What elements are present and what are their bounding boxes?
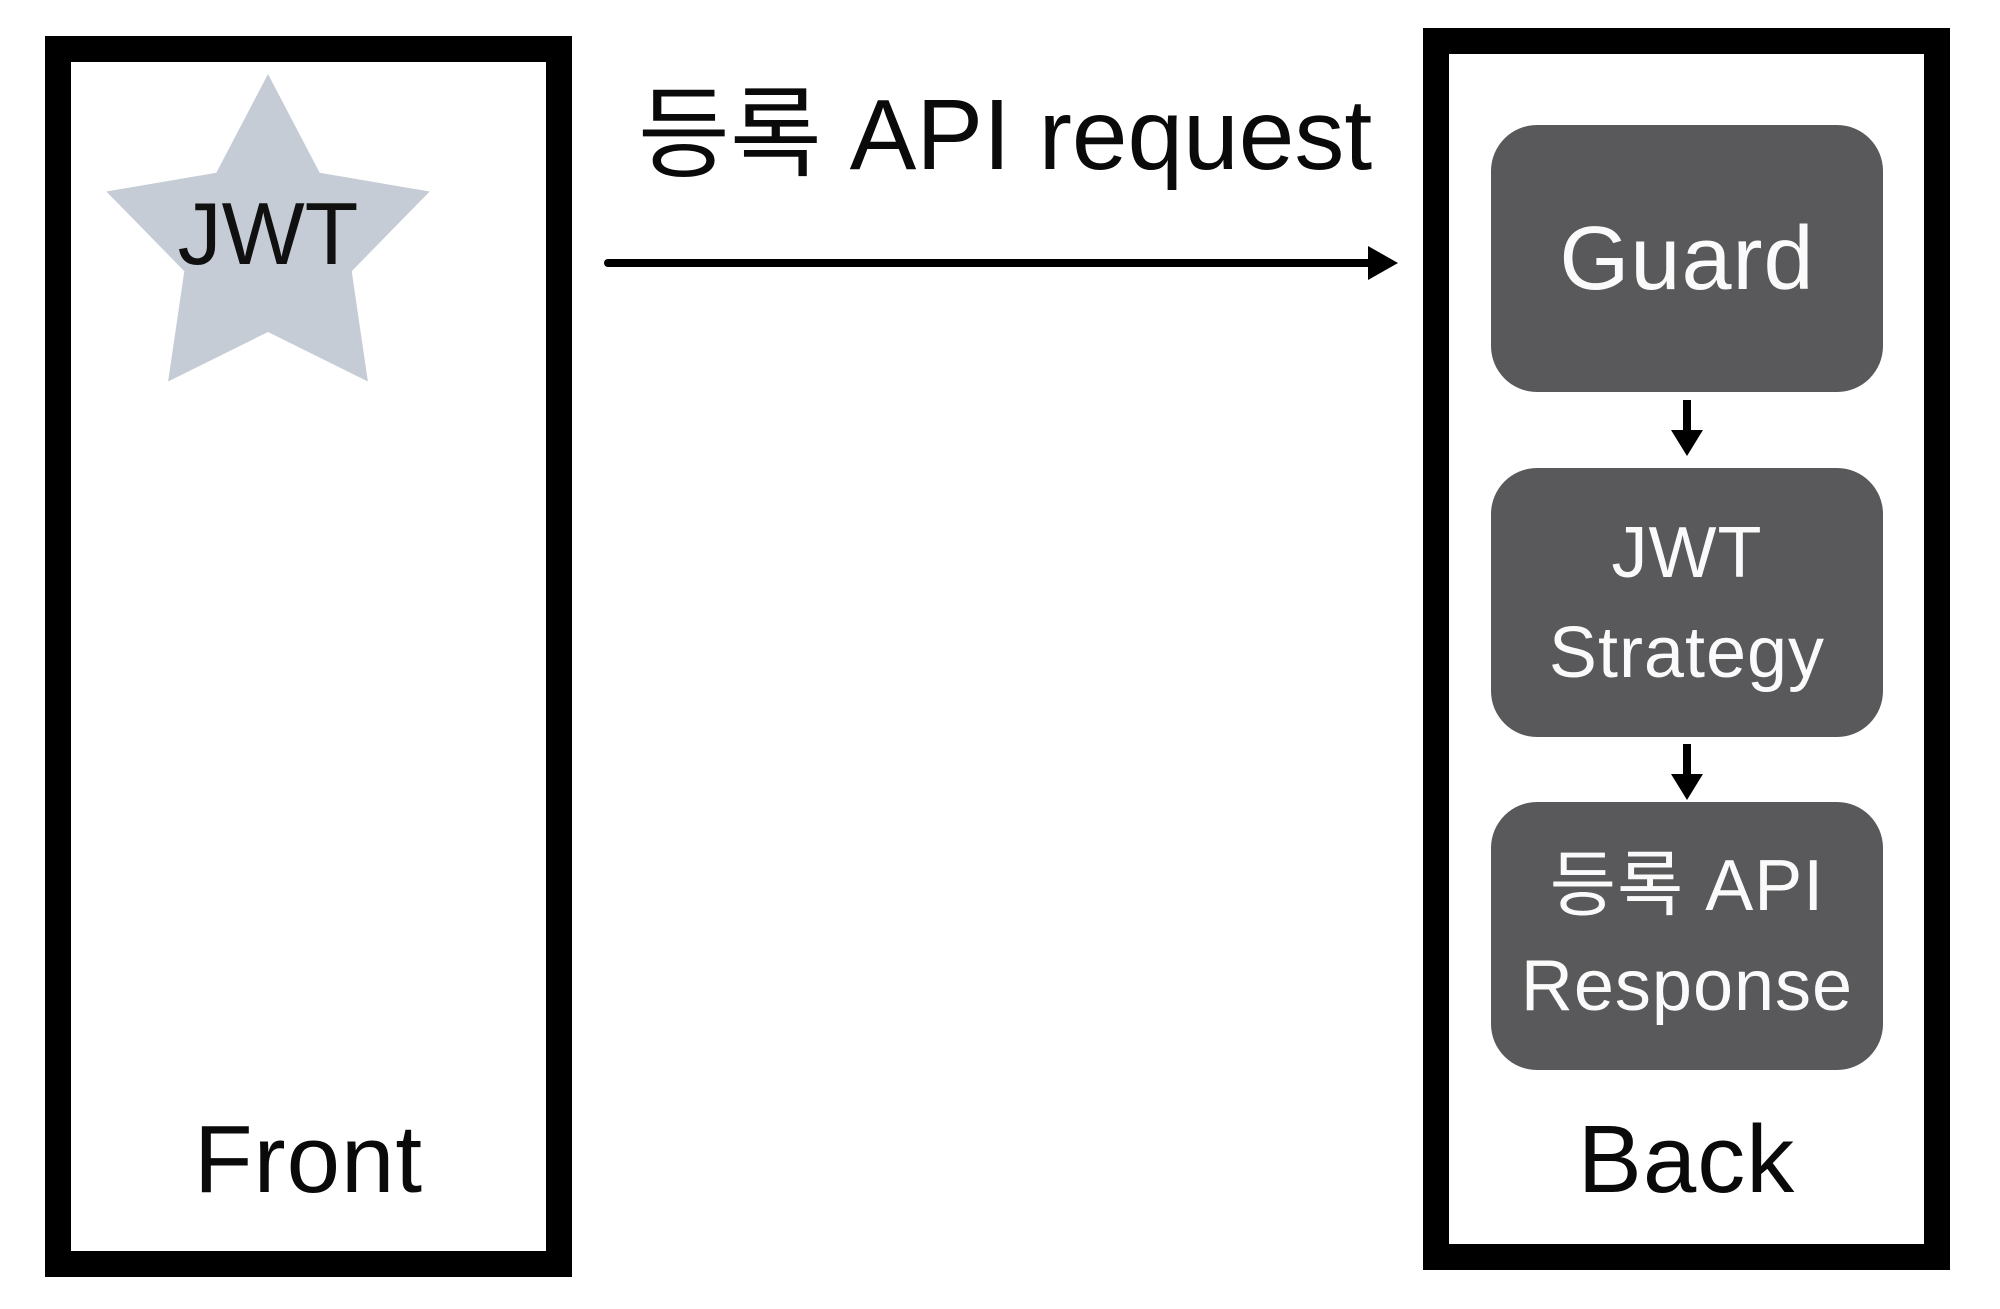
jwt-strategy-node: JWT Strategy xyxy=(1491,468,1883,737)
guard-node-label: Guard xyxy=(1559,208,1815,309)
jwt-strategy-node-line1: JWT xyxy=(1611,512,1763,593)
back-panel-label: Back xyxy=(1577,1106,1796,1213)
back-panel: Guard JWT Strategy 등록 API Response Back xyxy=(1423,28,1950,1270)
front-panel-label: Front xyxy=(193,1106,424,1213)
front-panel: JWT Front xyxy=(45,36,572,1277)
jwt-strategy-node-line2: Strategy xyxy=(1548,612,1826,693)
reg-response-node-line1: 등록 API xyxy=(1549,846,1825,926)
request-arrow-label: 등록 API request xyxy=(637,79,1373,191)
right-arrow-icon xyxy=(604,246,1398,280)
jwt-star-label: JWT xyxy=(177,184,359,283)
reg-response-node-line2: Response xyxy=(1520,946,1854,1026)
guard-node: Guard xyxy=(1491,125,1883,392)
down-arrow-icon xyxy=(1671,744,1703,800)
star-icon xyxy=(106,74,430,382)
down-arrow-icon xyxy=(1671,400,1703,456)
registration-api-response-node: 등록 API Response xyxy=(1491,802,1883,1070)
